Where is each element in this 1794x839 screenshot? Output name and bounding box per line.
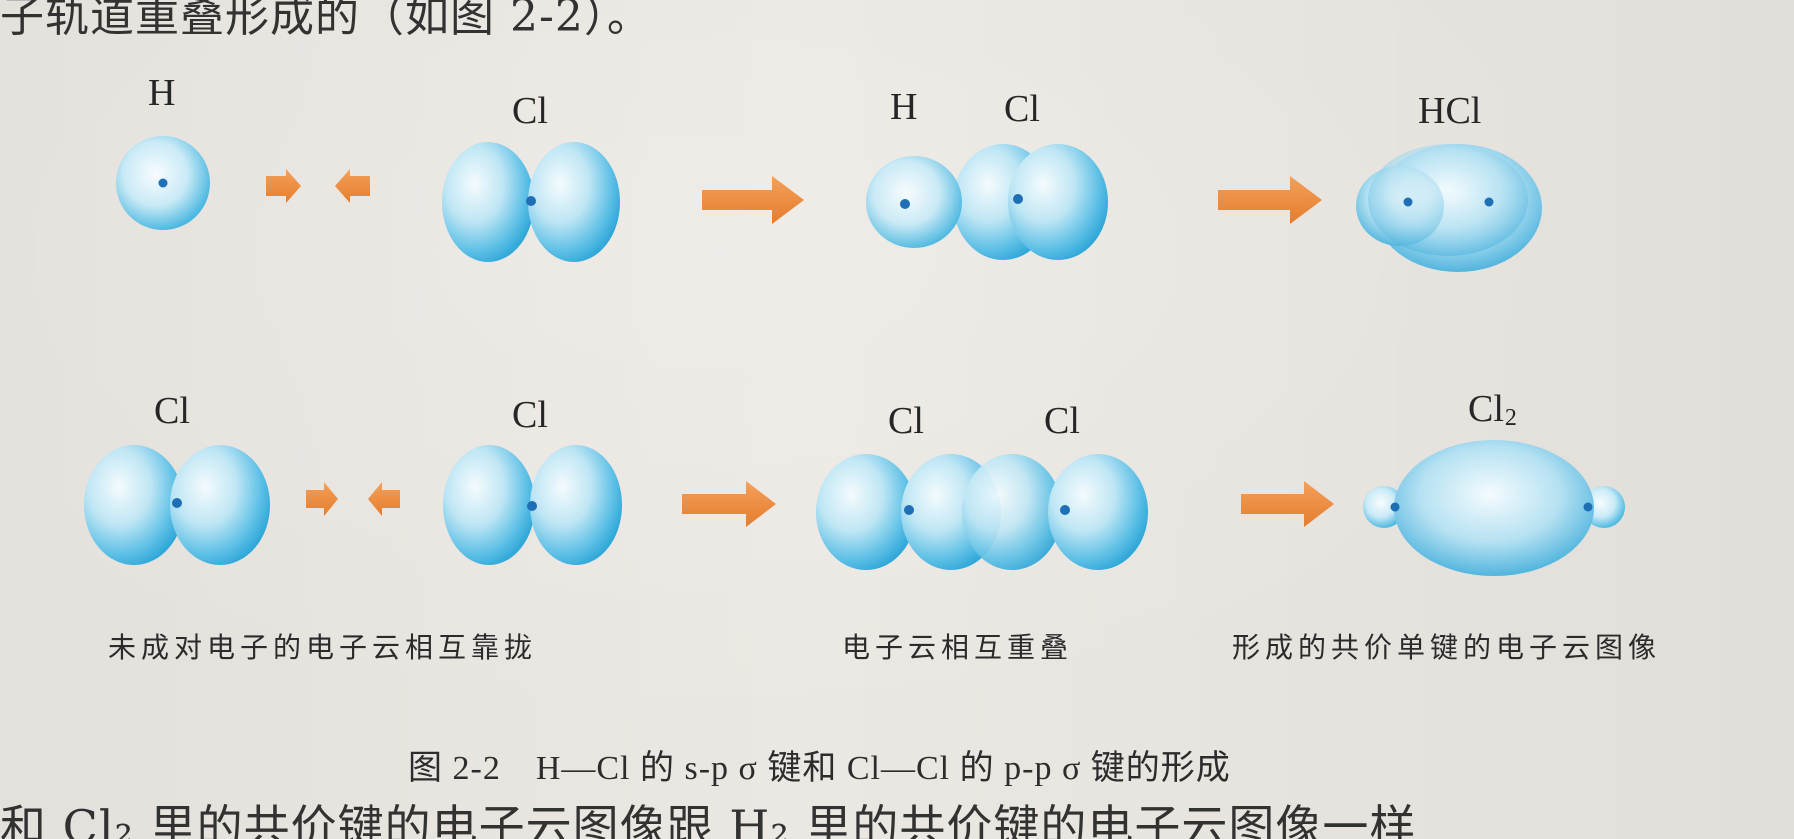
- small-right-arrow: [266, 169, 301, 203]
- nucleus-dot: [900, 199, 910, 209]
- label-h: H: [148, 72, 176, 114]
- label-cl-overlap: Cl: [1004, 88, 1040, 130]
- nucleus-dot: [527, 501, 537, 511]
- label-h-overlap: H: [890, 86, 918, 128]
- nucleus-dot: [904, 505, 914, 515]
- label-cl2-subscript: 2: [1504, 405, 1517, 431]
- nucleus-dot: [1390, 502, 1400, 512]
- caption-result: 形成的共价单键的电子云图像: [1232, 631, 1662, 664]
- big-arrow-1: [702, 176, 804, 224]
- label-cl-left: Cl: [154, 390, 190, 432]
- label-cl2-main: Cl: [1468, 388, 1504, 430]
- approach-arrows-row1: [266, 169, 370, 203]
- cl-atom-p-orbital: [442, 142, 620, 262]
- cl-right-p-orbital: [443, 445, 622, 565]
- hcl-bond-cloud: [1356, 144, 1542, 272]
- nucleus-dot: [1583, 502, 1593, 512]
- bottom-text-line: 和 Cl₂ 里的共价键的电子云图像跟 H₂ 里的共价键的电子云图像一样: [0, 800, 1417, 839]
- label-cl2: Cl2: [1468, 390, 1517, 430]
- big-arrow-2: [1218, 176, 1322, 224]
- nucleus-dot: [1484, 197, 1494, 207]
- h-atom-s-orbital: [116, 136, 210, 230]
- approach-arrows-row2: [306, 482, 400, 516]
- small-left-arrow: [335, 169, 370, 203]
- nucleus-dot: [158, 178, 168, 188]
- h-cl-overlap-orbitals: [866, 144, 1108, 260]
- label-cl: Cl: [512, 90, 548, 132]
- small-left-arrow: [368, 482, 400, 516]
- cl-cl-overlap-orbitals: [816, 454, 1148, 570]
- top-text-line: 子轨道重叠形成的（如图 2-2）。: [0, 0, 652, 42]
- small-right-arrow: [306, 482, 338, 516]
- big-arrow-4: [1241, 481, 1334, 527]
- big-arrow-3: [682, 481, 776, 527]
- nucleus-dot: [1013, 194, 1023, 204]
- label-cl-overlap-left: Cl: [888, 400, 924, 442]
- nucleus-dot: [1060, 505, 1070, 515]
- caption-approach: 未成对电子的电子云相互靠拢: [108, 631, 538, 664]
- cl-left-p-orbital: [84, 445, 270, 565]
- nucleus-dot: [1403, 197, 1413, 207]
- figure-caption: 图 2-2 H—Cl 的 s-p σ 键和 Cl—Cl 的 p-p σ 键的形成: [408, 750, 1231, 787]
- caption-overlap: 电子云相互重叠: [842, 631, 1074, 664]
- nucleus-dot: [526, 196, 536, 206]
- label-cl-overlap-right: Cl: [1044, 400, 1080, 442]
- nucleus-dot: [172, 498, 182, 508]
- label-cl-right: Cl: [512, 394, 548, 436]
- label-hcl: HCl: [1418, 90, 1482, 132]
- cl2-bond-cloud: [1363, 440, 1625, 576]
